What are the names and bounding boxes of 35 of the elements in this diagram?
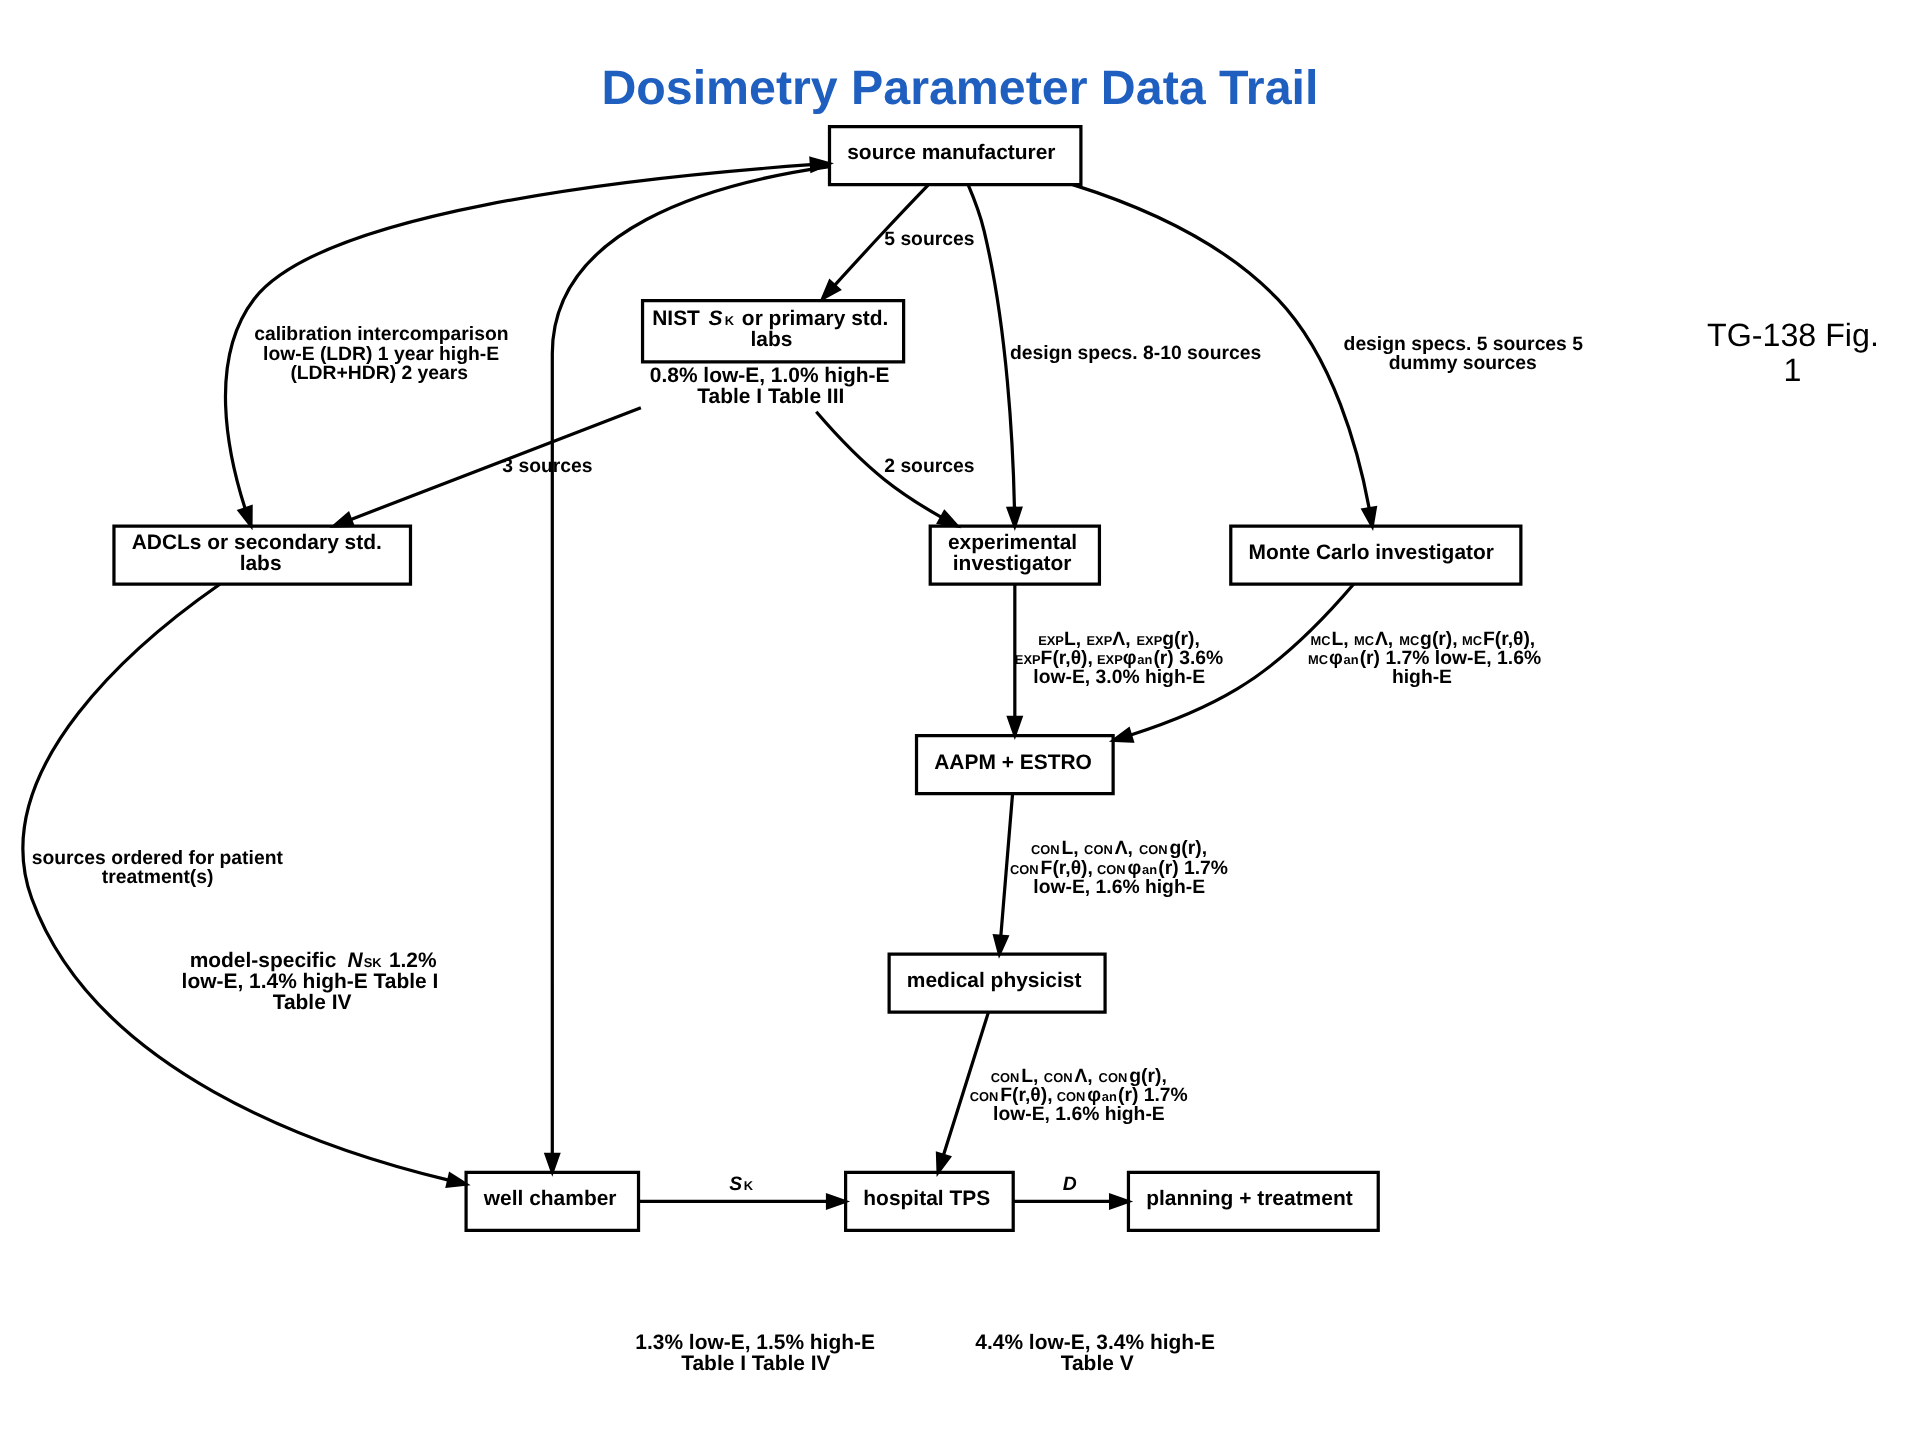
node-box: Monte Carlo investigator bbox=[1229, 523, 1523, 585]
label: TG-138 Fig. 1 bbox=[1707, 316, 1879, 389]
node-box: ADCLs or secondary std. labs bbox=[112, 523, 413, 585]
node-box: source manufacturer bbox=[827, 123, 1083, 186]
arrow bbox=[815, 409, 962, 528]
edge-label: sources ordered for patient treatment(s) bbox=[31, 846, 283, 889]
arrow bbox=[638, 1191, 851, 1209]
arrow bbox=[224, 155, 834, 530]
node-box: planning + treatment bbox=[1126, 1169, 1380, 1232]
node-label: 0.8% low-E, 1.0% high-E Table I Table III bbox=[649, 364, 890, 408]
node-box: medical physicist bbox=[887, 951, 1107, 1013]
node-box: AAPM + ESTRO bbox=[914, 733, 1115, 795]
arrow bbox=[819, 183, 930, 302]
arrow bbox=[1013, 1191, 1134, 1209]
arrow bbox=[1072, 182, 1378, 530]
arrow bbox=[966, 183, 1023, 530]
edge-label: calibration intercomparison low-E (LDR) 1 year high-E (LDR+HDR) 2 years bbox=[254, 323, 509, 384]
label: 4.4% low-E, 3.4% high-E Table V bbox=[975, 1331, 1216, 1375]
diagram-title: Dosimetry Parameter Data Trail bbox=[601, 60, 1319, 115]
arrow bbox=[543, 164, 830, 1176]
edge-label: 2 sources bbox=[884, 455, 975, 478]
arrow bbox=[935, 1010, 990, 1176]
node-box: well chamber bbox=[464, 1169, 641, 1232]
arrow bbox=[1108, 582, 1355, 742]
arrow bbox=[22, 581, 471, 1188]
arrow bbox=[1006, 583, 1024, 739]
node-box: experimental investigator bbox=[928, 523, 1102, 585]
edge-label: design specs. 8-10 sources bbox=[1009, 341, 1262, 364]
arrow bbox=[329, 405, 642, 527]
edge-label: D bbox=[1062, 1172, 1077, 1195]
arrow bbox=[992, 792, 1015, 958]
label: 1.3% low-E, 1.5% high-E Table I Table IV bbox=[635, 1331, 875, 1375]
node-box: hospital TPS bbox=[844, 1169, 1015, 1232]
edge-label: 5 sources bbox=[884, 228, 975, 251]
edge-label: design specs. 5 sources 5 dummy sources bbox=[1343, 332, 1583, 375]
